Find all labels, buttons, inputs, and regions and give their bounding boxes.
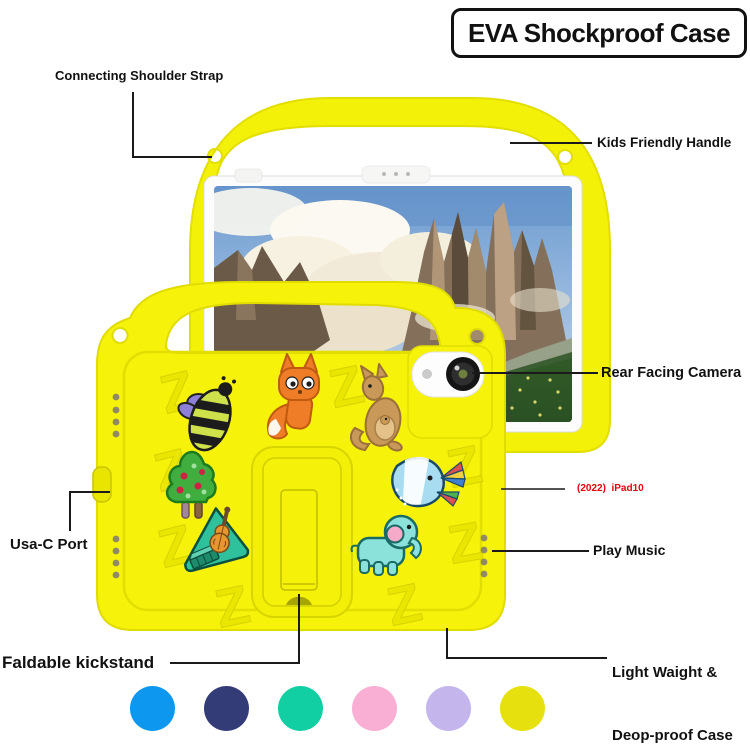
page-title: EVA Shockproof Case	[467, 17, 731, 48]
durability-label: Light Waight & Deop-proof Case	[612, 632, 733, 750]
color-swatch-teal	[278, 686, 323, 731]
color-swatch-blue	[130, 686, 175, 731]
badger-charm-icon	[390, 456, 466, 508]
camera-lens	[458, 369, 468, 379]
violin-icon	[209, 506, 231, 554]
kangaroo-charm-icon	[349, 363, 403, 452]
top-edge-cutout	[234, 168, 263, 183]
play-music-label: Play Music	[593, 542, 666, 558]
kickstand-label: Faldable kickstand	[2, 653, 155, 672]
durability-label-line2: Deop-proof Case	[612, 726, 733, 744]
handle-label: Kids Friendly Handle	[597, 135, 732, 150]
elephant-charm-icon	[350, 514, 422, 576]
usb-port-label: Usa-C Port	[10, 536, 88, 553]
color-swatch-yellow	[500, 686, 545, 731]
kickstand	[251, 446, 353, 618]
speaker-holes-left	[112, 393, 120, 579]
leader-line-usb-port	[69, 491, 110, 531]
rear-camera	[407, 345, 493, 439]
leader-line-shoulder-strap	[132, 92, 212, 158]
camera-flash	[422, 369, 432, 379]
leader-line-durability	[446, 628, 607, 659]
usb-c-port	[92, 466, 112, 503]
guitar-charm-icon	[184, 506, 250, 573]
svg-text:Z: Z	[442, 434, 487, 500]
bee-charm-icon	[177, 376, 237, 452]
title-badge: EVA Shockproof Case	[451, 8, 747, 58]
color-swatch-lavender	[426, 686, 471, 731]
fox-charm-icon	[267, 353, 320, 440]
durability-label-line1: Light Waight &	[612, 664, 718, 681]
color-swatch-pink	[352, 686, 397, 731]
rear-camera-label: Rear Facing Camera	[601, 365, 742, 381]
leader-line-kickstand	[170, 594, 300, 664]
shoulder-strap-label: Connecting Shoulder Strap	[55, 68, 224, 83]
color-swatch-navy	[204, 686, 249, 731]
color-options-row	[130, 686, 545, 731]
umbrella-fan-icon	[436, 460, 466, 507]
tree-charm-icon	[165, 450, 217, 519]
model-label: (2022) iPad10	[577, 483, 644, 494]
